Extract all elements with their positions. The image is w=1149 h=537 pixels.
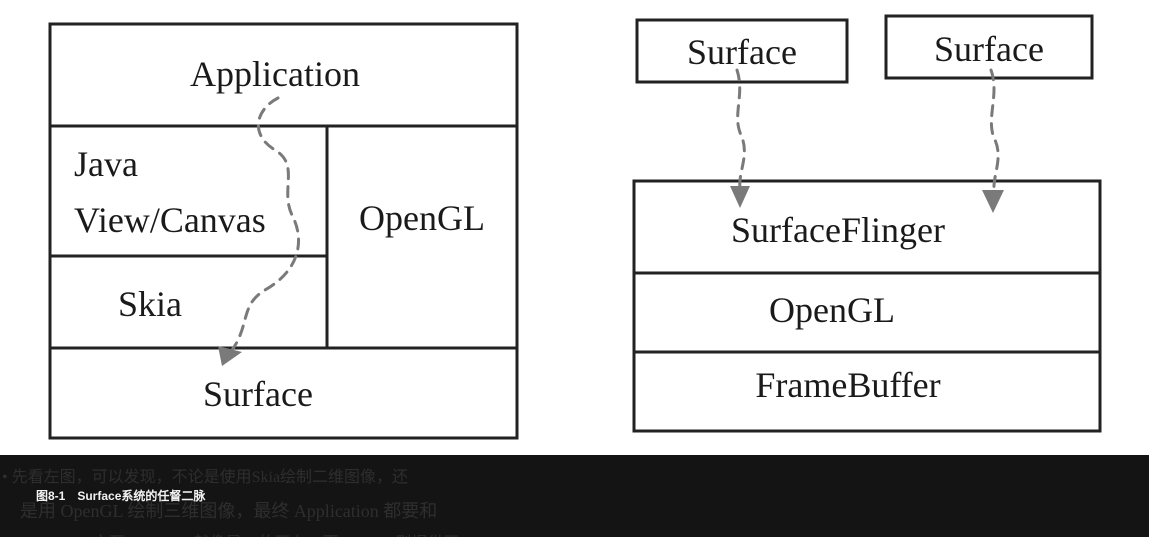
flow-arrow-b [989,68,1000,192]
surface-label-a: Surface [687,32,797,72]
left-stack: Application Java View/Canvas OpenGL Skia… [48,22,519,440]
flow-arrow-left [230,96,301,352]
flow-arrow-a-head [730,186,750,208]
view-canvas-label: View/Canvas [74,200,266,240]
surface-label-left: Surface [203,374,313,414]
flow-arrow-a [735,68,746,190]
surface-box-b [884,14,1094,80]
body-text-line-1: • 先看左图，可以发现，不论是使用Skia绘制二维图像，还 [2,469,409,486]
application-label: Application [190,54,360,94]
surface-label-b: Surface [934,29,1044,69]
framebuffer-label: FrameBuffer [755,365,940,405]
surfaceflinger-label: SurfaceFlinger [731,210,945,250]
figure-caption: 图8-1 Surface系统的任督二脉 [36,489,206,503]
body-text-line-2: 是用 OpenGL 绘制三维图像，最终 Application 都要和 [20,501,438,521]
surface-box-left [48,346,519,440]
right-stack: Surface Surface SurfaceFlinger OpenGL Fr… [632,14,1102,433]
opengl-box-right [632,271,1102,354]
caption-bar: • 先看左图，可以发现，不论是使用Skia绘制二维图像，还 是用 OpenGL … [0,455,1149,537]
skia-box [48,254,329,350]
application-box [48,22,519,128]
opengl-label-left: OpenGL [359,198,485,238]
body-text-line-3: Surface 交互，Surface 就像是UI的画布，而 Surface 则提… [40,529,459,537]
surface-box-a [635,18,849,84]
skia-label: Skia [118,284,182,324]
java-view-canvas-box [48,124,329,258]
opengl-label-right: OpenGL [769,290,895,330]
java-label: Java [74,144,138,184]
flow-arrow-left-head [218,346,242,366]
flow-arrow-b-head [982,190,1004,213]
framebuffer-box [632,350,1102,433]
